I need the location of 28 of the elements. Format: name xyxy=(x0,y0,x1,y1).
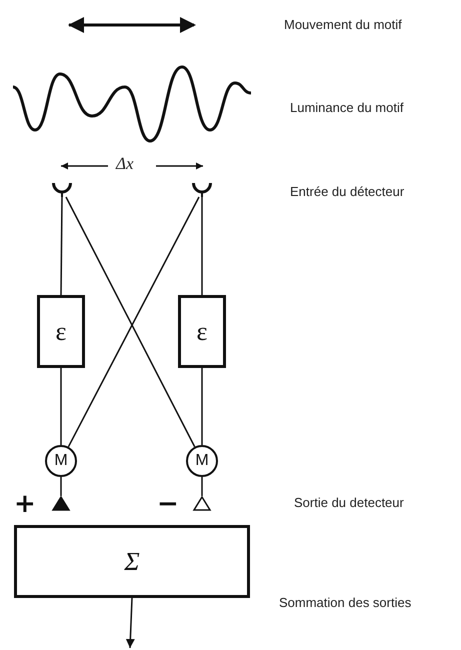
multiplier-symbol: M xyxy=(54,453,68,469)
annotation-text: Sortie du detecteur xyxy=(294,495,404,511)
multiplier-symbol: M xyxy=(195,453,209,469)
annotation-text: Sommation des sorties xyxy=(279,595,412,611)
polarity-sign: − xyxy=(157,491,179,517)
operator-symbol: ε xyxy=(196,318,208,344)
connector-line xyxy=(201,197,203,295)
annotation-text: Luminance du motif xyxy=(290,100,404,116)
connector-line xyxy=(60,197,63,295)
connector-line xyxy=(60,477,62,496)
connector-line xyxy=(60,368,62,445)
multiplier-circle xyxy=(45,445,77,477)
connector-line xyxy=(201,368,203,445)
annotation-text: Entrée du détecteur xyxy=(290,184,404,200)
synapse-triangle xyxy=(52,496,70,511)
process-box xyxy=(37,295,85,368)
connector-line xyxy=(201,477,203,496)
operator-symbol: Σ xyxy=(124,548,140,574)
annotation-text: Mouvement du motif xyxy=(284,17,402,33)
operator-symbol: ε xyxy=(56,318,66,344)
process-box xyxy=(178,295,226,368)
synapse-triangle xyxy=(193,496,211,511)
receptor-cup xyxy=(52,182,72,197)
output-arrow xyxy=(126,598,135,648)
receptor-cup xyxy=(192,182,212,197)
multiplier-circle xyxy=(186,445,218,477)
polarity-sign: + xyxy=(14,491,36,517)
process-box xyxy=(14,525,250,598)
